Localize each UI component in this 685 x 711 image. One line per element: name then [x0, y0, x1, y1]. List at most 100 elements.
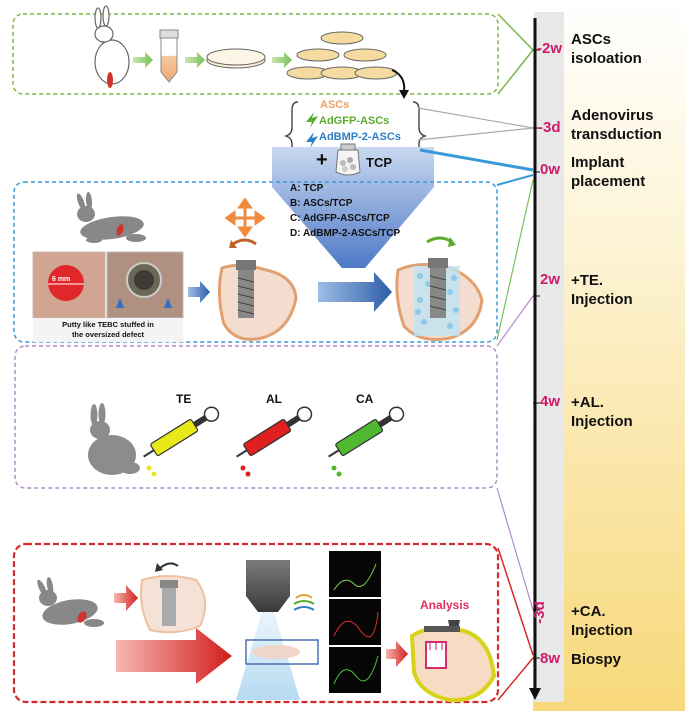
timeline-event-1-line1: Adenovirus [571, 107, 654, 124]
arrow-icon [133, 52, 153, 68]
group-c-label: C: AdGFP-ASCs/TCP [290, 213, 390, 224]
analysis-connector [497, 657, 534, 701]
timeline-time-3: 2w [540, 271, 561, 288]
implant-connector [419, 148, 534, 172]
timeline-event-0: ASCs isoloation [571, 30, 642, 68]
defect-site [48, 265, 84, 301]
timeline-time-2: 0w [540, 161, 561, 178]
rabbit-icon [37, 577, 104, 627]
timeline-time-4: 4w [540, 393, 561, 410]
timeline-time-0: -2w [537, 40, 563, 57]
photo-caption-box [33, 318, 183, 342]
rabbit-icon [76, 192, 146, 243]
timeline-event-5-line1: +CA. [571, 603, 606, 620]
timeline-event-2-line2: placement [571, 173, 646, 190]
micro-ct-icon [236, 560, 319, 700]
histology-signal [333, 655, 379, 685]
tcp-label: TCP [366, 155, 392, 170]
rotate-arrowhead [155, 563, 163, 572]
timeline-event-1: Adenovirus transduction [571, 106, 662, 144]
timeline-event-4-line2: Injection [571, 413, 633, 430]
rabbit-white-icon [94, 5, 130, 88]
centrifuge-tube-icon [159, 29, 179, 83]
timeline-event-3: +TE. Injection [571, 271, 633, 309]
timeline-event-5-line2: Injection [571, 622, 633, 639]
timeline-event-1-line2: transduction [571, 126, 662, 143]
timeline-event-6: Biospy [571, 650, 621, 669]
explant-bone-icon [140, 575, 207, 634]
syringe-te-icon [143, 406, 220, 477]
group-d-label: D: AdBMP-2-ASCs/TCP [290, 228, 401, 239]
bone-defect-icon [217, 260, 298, 341]
adgfp-ascs-label: AdGFP-ASCs [319, 115, 390, 127]
analysis-bone-icon [409, 620, 497, 703]
arrow-icon [272, 52, 292, 68]
bmp-virus-icon [306, 132, 318, 148]
isolation-connector [497, 13, 534, 95]
plus-sign: + [316, 149, 328, 171]
gfp-virus-icon [306, 112, 318, 128]
timeline-time-1: -3d [538, 119, 561, 136]
rotate-icon [232, 238, 257, 246]
transduction-connector [417, 127, 534, 141]
implant-caption: Putty like TEBC stuffed in the oversized… [33, 320, 183, 340]
adbmp-ascs-label: AdBMP-2-ASCs [319, 131, 401, 143]
ca-label: CA [356, 392, 374, 406]
syringe-al-icon [236, 406, 313, 477]
move-icon [224, 197, 266, 238]
marker-icon [116, 298, 124, 308]
analysis-label: Analysis [420, 598, 470, 612]
group-b-label: B: ASCs/TCP [290, 198, 353, 209]
mixing-funnel [272, 147, 434, 268]
rotate-icon [159, 562, 179, 569]
implant-caption-line1: Putty like TEBC stuffed in [62, 320, 154, 329]
marker-icon [164, 298, 172, 308]
timeline-event-3-line1: +TE. [571, 272, 604, 289]
transduction-connector [417, 107, 534, 129]
timeline-event-4: +AL. Injection [571, 393, 633, 431]
timeline-event-2: Implant placement [571, 153, 645, 191]
timeline-bar [534, 12, 564, 702]
histology-signal [333, 563, 377, 591]
timeline-event-4-line1: +AL. [571, 394, 604, 411]
implant-arrow [318, 272, 392, 312]
implant-panel [13, 181, 498, 343]
tcp-jar-icon [335, 143, 361, 176]
timeline-event-6-line1: Biospy [571, 651, 622, 668]
group-a-label: A: TCP [290, 183, 324, 194]
signal-icon [293, 594, 315, 611]
histology-image-3 [329, 647, 381, 693]
culture-dishes-stack-icon [286, 31, 398, 80]
rotate-icon [426, 236, 453, 244]
rotate-arrowhead [229, 240, 237, 248]
al-label: AL [266, 392, 282, 406]
arrow-icon [386, 641, 408, 667]
arrow-icon [114, 585, 138, 611]
timeline-event-2-line1: Implant [571, 154, 625, 171]
curved-arrow-icon [391, 69, 406, 93]
isolation-panel [12, 13, 499, 95]
timeline-time-6: 8w [540, 650, 561, 667]
brace-left [283, 101, 299, 150]
curved-arrowhead [399, 90, 409, 99]
timeline-arrowhead [529, 688, 541, 700]
implanted-bone-icon [395, 258, 484, 341]
implant-photo-core [134, 270, 154, 290]
implant-caption-line2: the oversized defect [71, 330, 145, 339]
histology-signal [333, 611, 379, 638]
ascs-label: ASCs [320, 99, 350, 111]
implant-connector [496, 174, 534, 186]
scale-label: 6 mm [52, 276, 71, 283]
injection-connector [496, 295, 534, 347]
histology-image-1 [329, 551, 381, 597]
injection-panel [14, 345, 498, 489]
te-label: TE [176, 392, 192, 406]
rabbit-icon [88, 403, 140, 475]
arrow-icon [185, 52, 205, 68]
analysis-panel [12, 542, 500, 704]
arrow-icon [188, 281, 210, 303]
culture-dish-icon [206, 48, 266, 69]
timeline-event-0-line2: isoloation [571, 50, 642, 67]
